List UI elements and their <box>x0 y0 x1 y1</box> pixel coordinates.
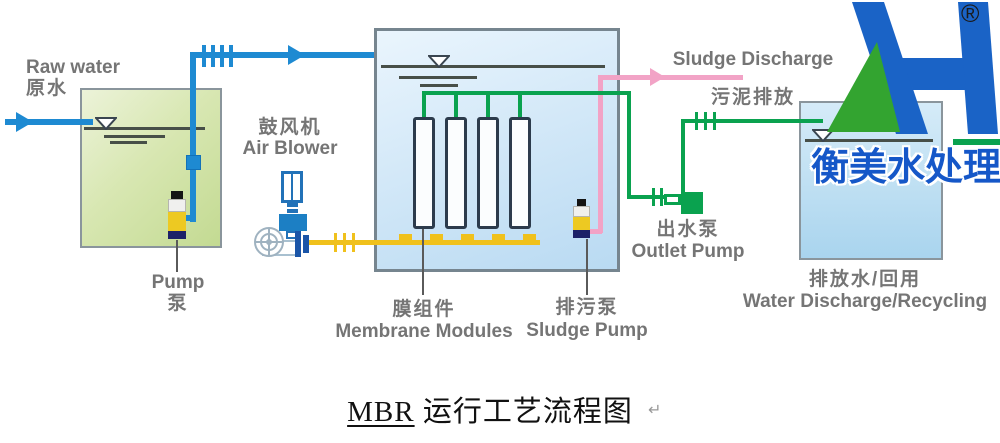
pipe-union-tick <box>652 188 655 206</box>
water-level-triangle-icon <box>95 117 117 130</box>
feed-pipe-vertical <box>190 52 196 222</box>
raw-water-label-en: Raw water <box>26 57 120 78</box>
water-level-triangle-icon <box>812 129 834 142</box>
water-level-triangle-icon <box>428 55 450 68</box>
brand-name: 衡美水处理 <box>810 147 1000 189</box>
air-diffuser <box>523 234 536 241</box>
company-logo <box>827 2 998 134</box>
water-mark-line <box>104 135 165 138</box>
module-riser-pipe <box>486 95 490 117</box>
air-diffuser <box>399 234 412 241</box>
blower-flange <box>303 235 309 253</box>
membrane-module <box>477 117 499 229</box>
sludge-discharge-pipe <box>598 75 743 80</box>
treated-water-pipe <box>681 119 823 123</box>
blower-body <box>279 214 307 231</box>
pipe-union-tick <box>220 45 224 67</box>
pipe-union-tick <box>343 233 346 252</box>
registered-trademark-icon: ® <box>961 0 980 28</box>
water-level-line <box>381 65 605 68</box>
water-mark-line <box>420 84 458 87</box>
water-level-line <box>805 139 933 142</box>
pipe-union-tick <box>695 112 698 130</box>
membrane-module <box>445 117 467 229</box>
paragraph-return-icon: ↵ <box>648 400 662 419</box>
sludge-pump-leader-line <box>586 239 588 295</box>
sludge-discharge-label-zh: 污泥排放 <box>710 87 795 108</box>
pump-label-zh: 泵 <box>167 293 189 314</box>
pipe-union-tick <box>229 45 233 67</box>
raw-water-inlet-pipe <box>5 119 93 125</box>
pipe-node <box>186 155 201 170</box>
sludge-pipe-vertical <box>598 75 603 233</box>
logo-h-crossbar <box>902 58 966 90</box>
pipe-union-tick <box>713 112 716 130</box>
pipe-union-tick <box>334 233 337 252</box>
feed-pipe-horizontal <box>190 52 374 58</box>
air-diffuser <box>461 234 474 241</box>
discharge-tank-label-en: Water Discharge/Recycling <box>742 291 988 312</box>
outlet-pump-label-zh: 出水泵 <box>656 219 720 240</box>
membrane-modules-label-en: Membrane Modules <box>335 321 513 342</box>
pipe-union-tick <box>660 188 663 206</box>
title-mbr: MBR <box>347 396 415 428</box>
air-blower-label-zh: 鼓风机 <box>258 117 322 138</box>
logo-h-left-bar <box>852 2 928 134</box>
membrane-module <box>509 117 531 229</box>
sludge-discharge-label-en: Sludge Discharge <box>672 49 834 70</box>
logo-h-right-bar <box>958 2 998 134</box>
pipe-union-tick <box>704 112 707 130</box>
discharge-tank-label-zh: 排放水/回用 <box>808 269 922 290</box>
diagram-title: MBR 运行工艺流程图 <box>290 388 690 430</box>
water-mark-line <box>399 76 477 79</box>
membrane-leader-line <box>422 229 424 295</box>
blower-flange <box>295 231 301 257</box>
logo-green-bar <box>953 139 1000 145</box>
water-mark-line <box>110 141 147 144</box>
pipe-union-tick <box>352 233 355 252</box>
module-riser-pipe <box>422 95 426 117</box>
air-blower-label-en: Air Blower <box>242 138 338 159</box>
pump-label-en: Pump <box>151 272 205 293</box>
water-level-line <box>84 127 205 130</box>
outlet-pump-discharge-pipe <box>681 121 685 193</box>
pipe-union-tick <box>211 45 215 67</box>
feed-flow-arrow-icon <box>288 45 305 65</box>
membrane-module <box>413 117 435 229</box>
sludge-pump-label-zh: 排污泵 <box>555 297 619 318</box>
permeate-header-pipe <box>422 91 631 95</box>
air-supply-pipe <box>309 240 540 245</box>
sludge-pump-label-en: Sludge Pump <box>526 320 648 341</box>
outlet-pump-suction-pipe <box>627 195 667 199</box>
sludge-pipe-stub <box>588 229 602 234</box>
air-diffuser <box>492 234 505 241</box>
pump-leader-line <box>176 240 178 272</box>
pump-elbow <box>184 215 193 221</box>
raw-water-label-zh: 原水 <box>26 78 69 99</box>
pipe-union-tick <box>202 45 206 67</box>
permeate-downpipe <box>627 91 631 199</box>
blower-fan-icon <box>254 227 284 257</box>
outlet-pump-label-en: Outlet Pump <box>631 241 745 262</box>
air-diffuser <box>430 234 443 241</box>
sludge-flow-arrow-icon <box>650 68 665 86</box>
module-riser-pipe <box>454 95 458 117</box>
title-rest: 运行工艺流程图 <box>414 396 633 428</box>
module-riser-pipe <box>518 95 522 117</box>
inlet-flow-arrow-icon <box>16 112 33 132</box>
membrane-modules-label-zh: 膜组件 <box>392 299 456 320</box>
logo-green-triangle <box>827 42 900 132</box>
